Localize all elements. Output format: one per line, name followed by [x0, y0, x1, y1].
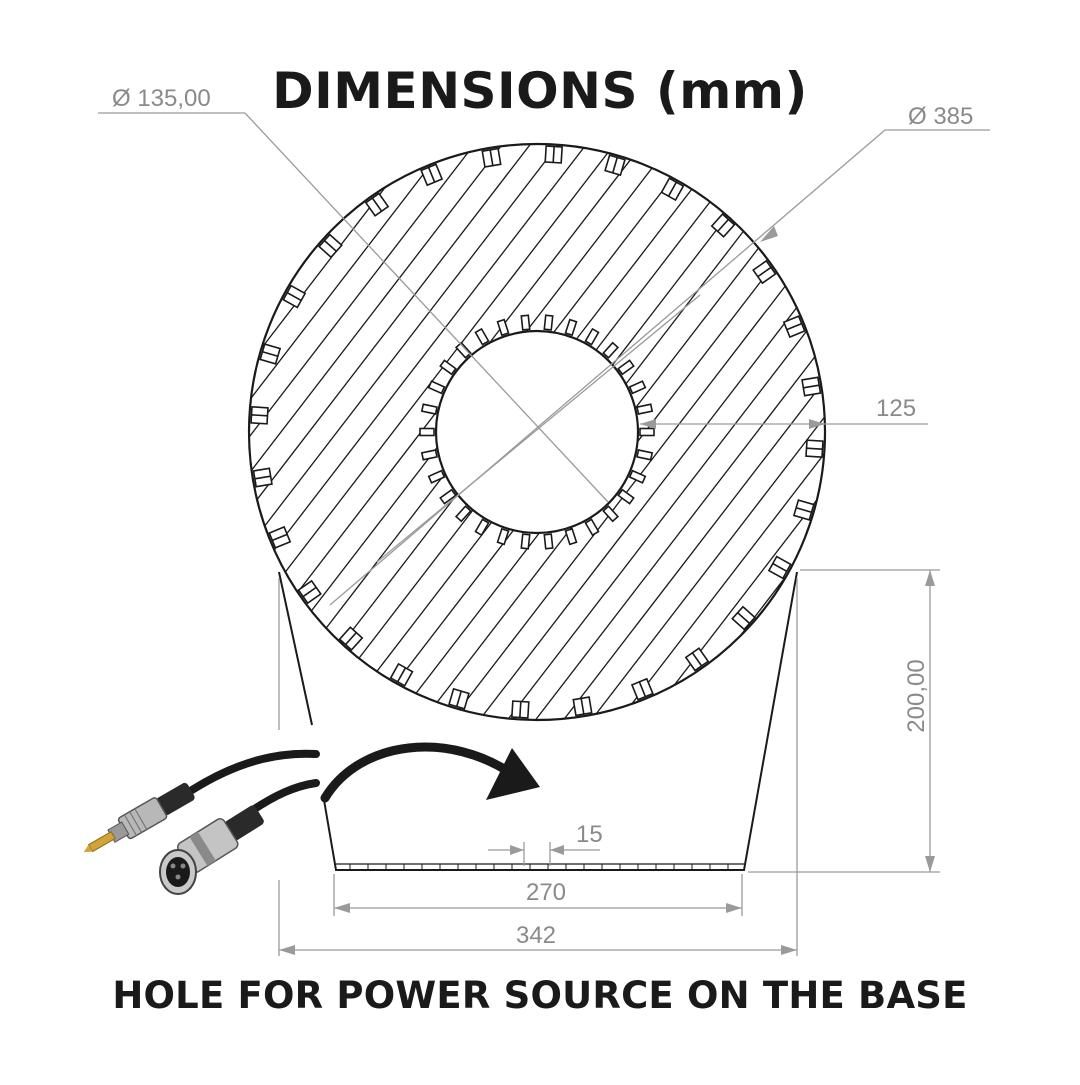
base-inner-width-label: 270 — [526, 879, 566, 906]
radius-label: 125 — [876, 395, 916, 422]
height-label: 200,00 — [903, 659, 930, 732]
curved-arrow-icon — [320, 742, 540, 803]
hole-width-label: 15 — [576, 821, 603, 848]
xlr-jack-cable-icon — [83, 749, 320, 895]
base-outer-width-label: 342 — [516, 922, 556, 949]
page-title: DIMENSIONS (mm) — [272, 62, 808, 120]
dimension-lines — [98, 112, 990, 956]
outer-diameter-label: Ø 385 — [908, 103, 973, 130]
caption: HOLE FOR POWER SOURCE ON THE BASE — [112, 974, 968, 1017]
inner-diameter-label: Ø 135,00 — [112, 85, 211, 112]
stand-base — [278, 571, 798, 871]
